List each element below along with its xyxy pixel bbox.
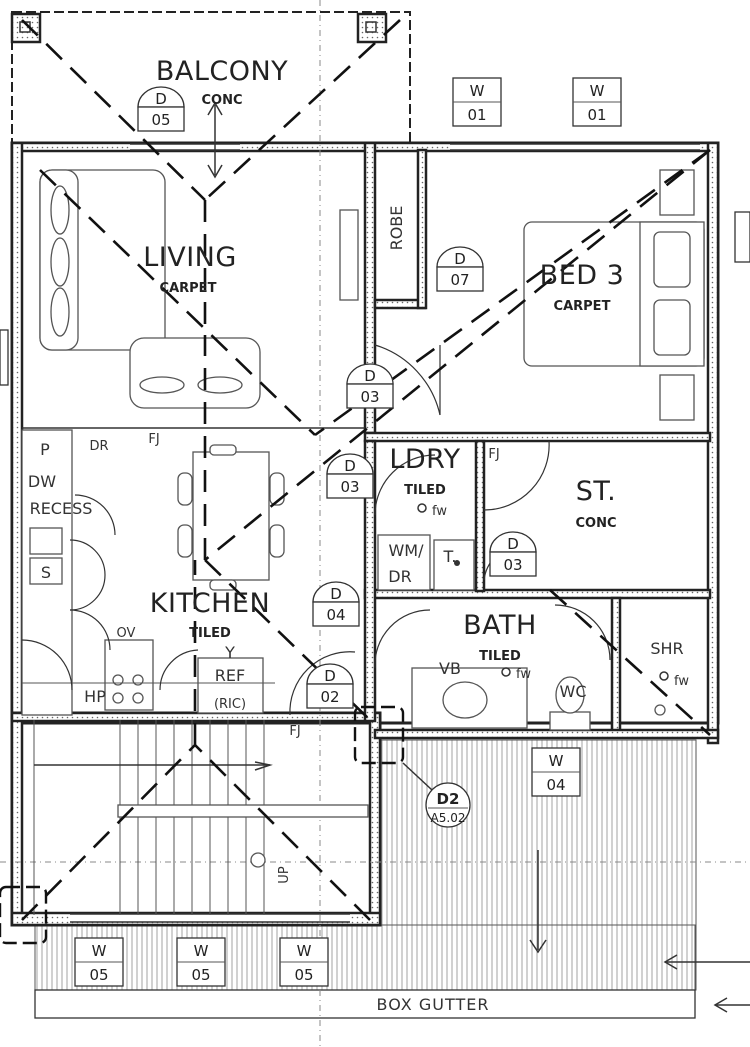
- tv-unit: [339, 209, 359, 301]
- door-tag-d03-store: D 03: [489, 531, 537, 577]
- window-tag-w01-a: W 01: [452, 77, 502, 127]
- svg-text:05: 05: [151, 111, 170, 129]
- svg-text:01: 01: [467, 106, 486, 124]
- svg-text:05: 05: [294, 966, 313, 984]
- ldry-finish: TILED: [404, 483, 446, 498]
- ref-sub-label: (RIC): [214, 697, 246, 712]
- svg-text:D: D: [324, 667, 336, 685]
- ldry-label: LDRY: [389, 444, 460, 475]
- robe-label: ROBE: [387, 206, 406, 251]
- pantry-label: P: [40, 440, 50, 459]
- door-tag-d03-ldry: D 03: [326, 453, 374, 499]
- svg-text:W: W: [297, 942, 312, 960]
- svg-text:03: 03: [340, 478, 359, 496]
- kitchen-finish: TILED: [189, 626, 231, 641]
- store-label: ST.: [576, 476, 617, 507]
- box-gutter: [34, 989, 696, 1019]
- lower-roof-sheeting: [34, 924, 696, 991]
- svg-text:07: 07: [450, 271, 469, 289]
- svg-text:04: 04: [546, 776, 565, 794]
- balcony-outline: [11, 11, 411, 145]
- svg-text:D: D: [155, 90, 167, 108]
- stair-treads: [33, 720, 369, 915]
- window-tag-w05-c: W 05: [279, 937, 329, 987]
- door-tag-d05: D 05: [137, 86, 185, 132]
- bed3-finish: CARPET: [554, 299, 611, 314]
- svg-text:W: W: [194, 942, 209, 960]
- svg-text:04: 04: [326, 606, 345, 624]
- window-tag-w01-b: W 01: [572, 77, 622, 127]
- bath-fw: fw: [516, 667, 531, 682]
- svg-text:D: D: [364, 367, 376, 385]
- detail-sheet: A5.02: [431, 811, 466, 825]
- hp-label: HP: [84, 687, 106, 706]
- dr-ldry-label: DR: [388, 567, 411, 586]
- door-tag-d07: D 07: [436, 246, 484, 292]
- window-tag-w05-a: W 05: [74, 937, 124, 987]
- detail-marker-d2: [353, 705, 405, 765]
- wc-label: WC: [560, 682, 587, 701]
- sink-label: S: [41, 563, 51, 582]
- fj-kitchen-label: FJ: [148, 432, 159, 447]
- living-finish: CARPET: [160, 281, 217, 296]
- kitchen-label: KITCHEN: [150, 588, 271, 619]
- ldry-fw: fw: [432, 504, 447, 519]
- detail-marker-corner: [0, 885, 48, 945]
- bed3-label: BED 3: [540, 260, 625, 291]
- store-finish: CONC: [575, 516, 616, 531]
- svg-text:W: W: [549, 752, 564, 770]
- vb-label: VB: [439, 659, 461, 678]
- detail-ref: D2: [437, 790, 460, 808]
- balcony-finish: CONC: [201, 93, 242, 108]
- detail-callout: D2 A5.02: [425, 782, 471, 828]
- window-tag-w05-b: W 05: [176, 937, 226, 987]
- armchair: [129, 337, 261, 409]
- shower-label: SHR: [650, 639, 683, 658]
- svg-text:05: 05: [191, 966, 210, 984]
- up-label: UP: [277, 866, 292, 884]
- door-tag-d02: D 02: [306, 663, 354, 709]
- fj-stair-label: FJ: [289, 724, 300, 739]
- svg-text:D: D: [330, 585, 342, 603]
- svg-text:03: 03: [503, 556, 522, 574]
- svg-text:05: 05: [89, 966, 108, 984]
- svg-text:W: W: [590, 82, 605, 100]
- dw-label: DW: [28, 472, 56, 491]
- door-tag-d03-living: D 03: [346, 363, 394, 409]
- fj-ldry-label: FJ: [488, 447, 499, 462]
- svg-text:W: W: [92, 942, 107, 960]
- svg-text:W: W: [470, 82, 485, 100]
- tub-label: T.: [443, 547, 457, 566]
- dr-kitchen-label: DR: [89, 439, 108, 454]
- bath-label: BATH: [463, 610, 537, 641]
- recess-label: RECESS: [30, 499, 93, 518]
- ov-label: OV: [117, 626, 136, 641]
- y-kitchen-label: Y: [224, 643, 235, 662]
- svg-text:D: D: [344, 457, 356, 475]
- svg-text:D: D: [454, 250, 466, 268]
- svg-text:01: 01: [587, 106, 606, 124]
- bath-finish: TILED: [479, 649, 521, 664]
- svg-text:D: D: [507, 535, 519, 553]
- shower-fw: fw: [674, 674, 689, 689]
- ref-label: REF: [215, 666, 245, 685]
- balcony-post-right: [356, 12, 388, 44]
- wm-label: WM/: [388, 541, 424, 560]
- window-tag-w04: W 04: [531, 747, 581, 797]
- box-gutter-label: BOX GUTTER: [377, 995, 490, 1014]
- svg-text:03: 03: [360, 388, 379, 406]
- balcony-label: BALCONY: [156, 56, 288, 87]
- door-tag-d04: D 04: [312, 581, 360, 627]
- svg-text:02: 02: [320, 688, 339, 706]
- living-label: LIVING: [143, 242, 237, 273]
- balcony-post-left: [10, 12, 42, 44]
